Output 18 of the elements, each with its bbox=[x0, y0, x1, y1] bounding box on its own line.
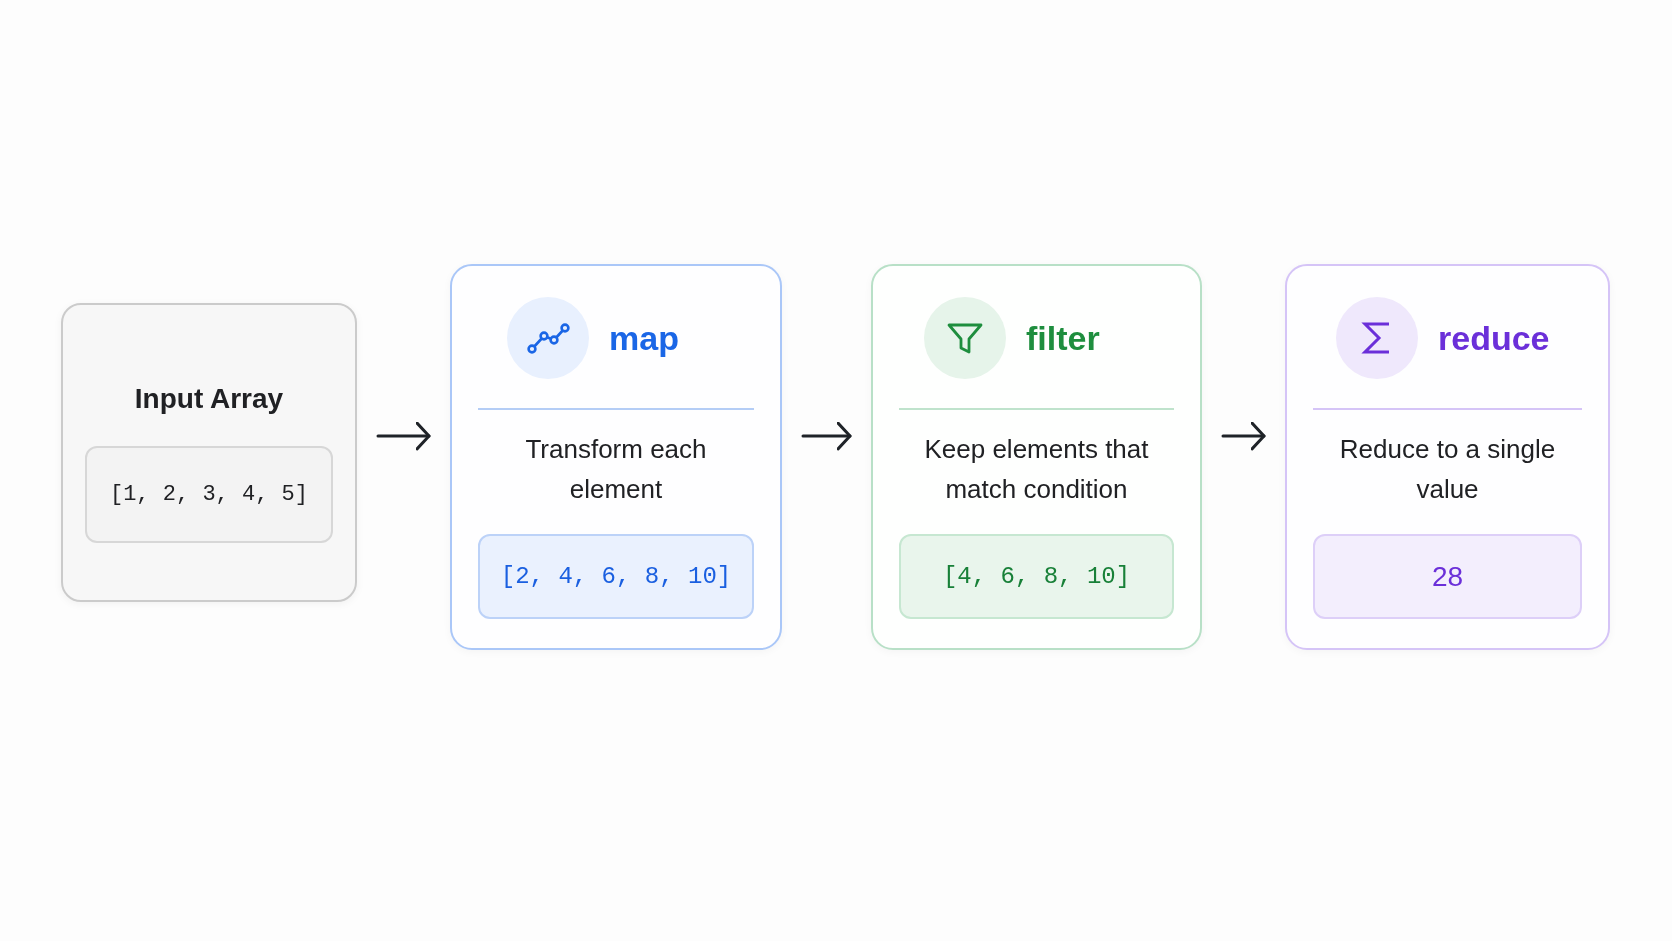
array-value-panel: [4, 6, 8, 10] bbox=[899, 534, 1174, 619]
operation-name: filter bbox=[1026, 318, 1100, 358]
arrow bbox=[801, 421, 852, 451]
operation-card bbox=[450, 264, 782, 650]
operation-name: map bbox=[609, 318, 679, 358]
array-value-panel: [1, 2, 3, 4, 5] bbox=[85, 446, 333, 543]
arrow bbox=[1221, 421, 1266, 451]
operation-name: reduce bbox=[1438, 318, 1550, 358]
description-text: Transform each element bbox=[524, 433, 708, 506]
input-card bbox=[61, 303, 357, 602]
operation-card bbox=[871, 264, 1202, 650]
operation-card bbox=[1285, 264, 1610, 650]
array-value-panel: [2, 4, 6, 8, 10] bbox=[478, 534, 754, 619]
description-text: Keep elements that match condition bbox=[923, 433, 1150, 506]
card-title: Input Array bbox=[134, 382, 284, 416]
description-text: Reduce to a single value bbox=[1338, 433, 1557, 506]
arrow bbox=[376, 421, 431, 451]
result-value-panel: 28 bbox=[1313, 534, 1582, 619]
